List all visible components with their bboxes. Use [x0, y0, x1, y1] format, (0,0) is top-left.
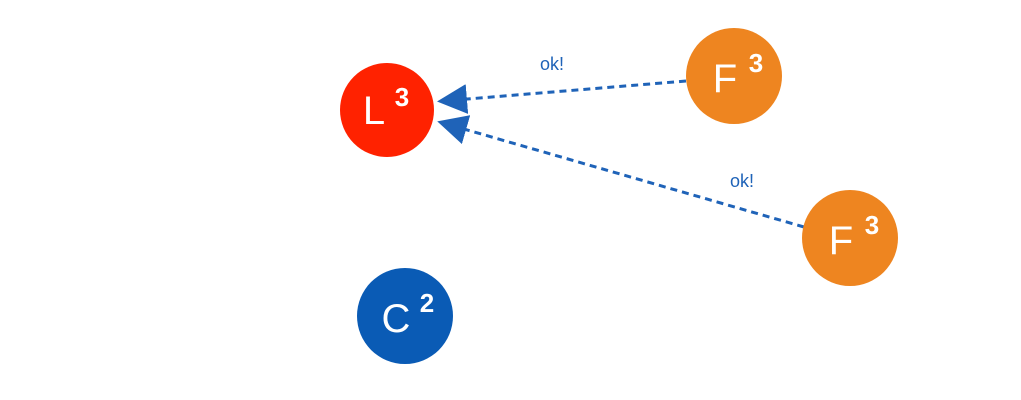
node-follower-bottom: F 3	[802, 190, 898, 286]
node-leader-sup: 3	[395, 82, 409, 112]
edge-follower-bottom-to-leader	[437, 115, 805, 229]
node-follower-top-circle	[686, 28, 782, 124]
edge-follower-top-to-leader	[437, 79, 687, 114]
node-candidate-letter: C	[382, 297, 411, 341]
node-leader-letter: L	[363, 89, 385, 133]
node-follower-bottom-sup: 3	[865, 210, 879, 240]
node-follower-top-letter: F	[713, 57, 737, 101]
node-leader-circle	[340, 63, 434, 157]
node-follower-bottom-circle	[802, 190, 898, 286]
node-leader: L 3	[340, 63, 434, 157]
edge-label-top: ok!	[540, 54, 564, 74]
node-follower-top-sup: 3	[749, 48, 763, 78]
node-candidate-sup: 2	[420, 288, 434, 318]
node-candidate: C 2	[357, 268, 453, 364]
node-follower-bottom-letter: F	[829, 219, 853, 263]
node-candidate-circle	[357, 268, 453, 364]
node-follower-top: F 3	[686, 28, 782, 124]
edge-label-bottom: ok!	[730, 171, 754, 191]
